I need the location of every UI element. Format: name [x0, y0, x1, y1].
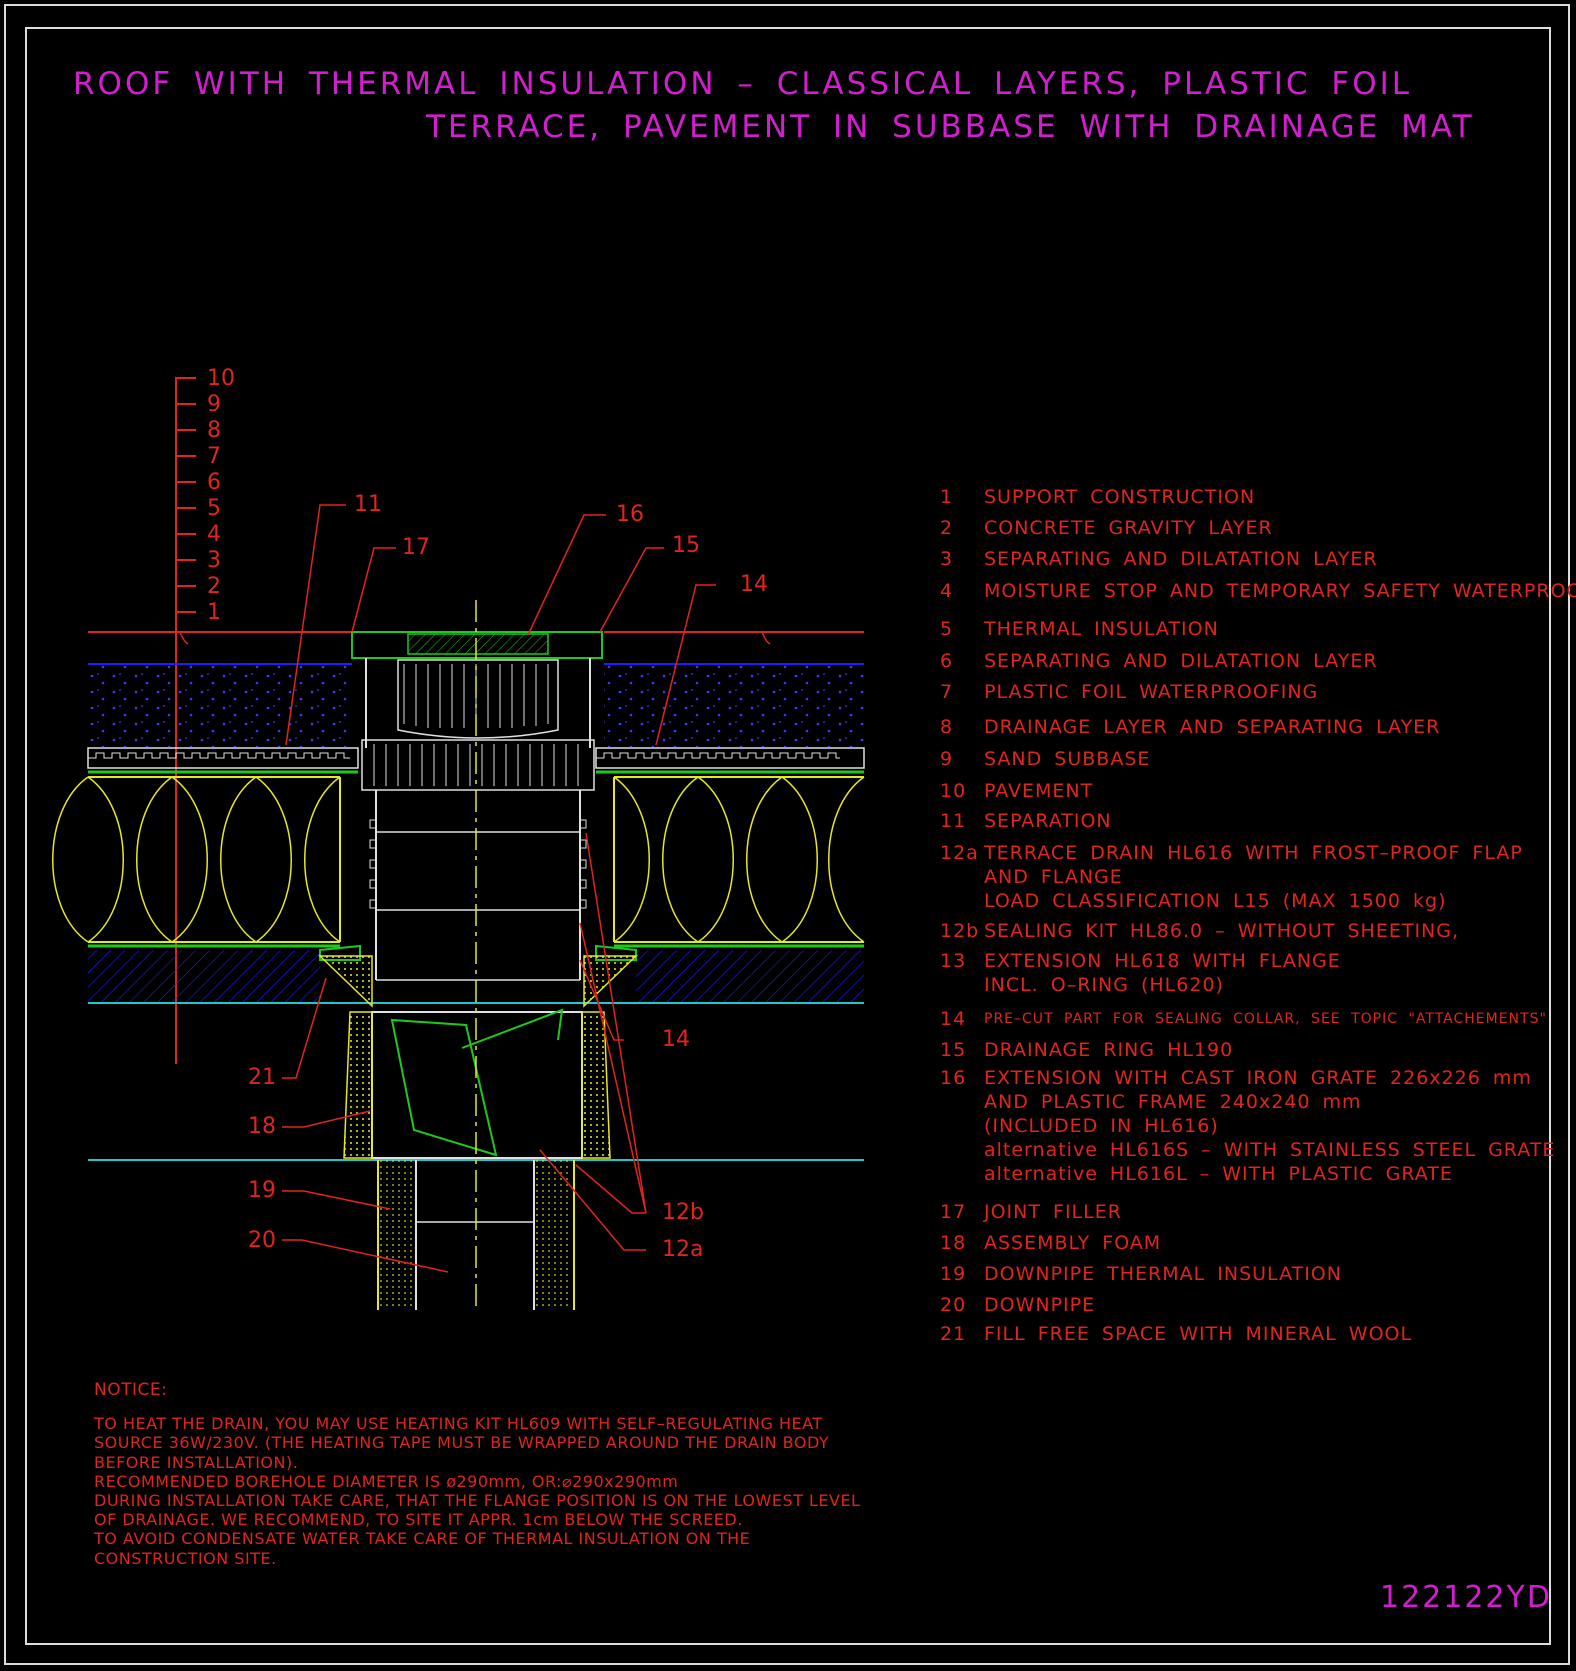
scale-number-10: 10	[207, 366, 235, 391]
scale-number-8: 8	[207, 418, 221, 443]
callout-16: 16	[616, 502, 644, 527]
pavement-layer	[88, 631, 864, 665]
drawing-code: 122122YD	[1380, 1580, 1552, 1615]
scale-number-9: 9	[207, 392, 221, 417]
drawing-title-line-2: TERRACE, PAVEMENT IN SUBBASE WITH DRAINA…	[426, 109, 1475, 145]
scale-number-4: 4	[207, 522, 221, 547]
scale-number-5: 5	[207, 496, 221, 521]
leader-lines	[282, 504, 716, 1273]
callout-15: 15	[672, 533, 700, 558]
callout-20: 20	[248, 1228, 276, 1253]
sand-subbase-layer	[88, 665, 864, 747]
concrete-layer	[88, 950, 864, 1161]
scale-number-2: 2	[207, 574, 221, 599]
callout-14-top: 14	[740, 572, 768, 597]
outer-frame	[4, 4, 1570, 1665]
callout-17: 17	[402, 535, 430, 560]
installation-notice: NOTICE: TO HEAT THE DRAIN, YOU MAY USE HE…	[94, 1380, 861, 1568]
drainage-mat-layer	[87, 747, 865, 774]
scale-number-6: 6	[207, 470, 221, 495]
notice-heading: NOTICE:	[94, 1380, 168, 1400]
callout-21: 21	[248, 1065, 276, 1090]
downpipe	[377, 1160, 575, 1310]
drain-body	[318, 631, 638, 1159]
callout-18: 18	[248, 1114, 276, 1139]
callout-14-mid: 14	[662, 1027, 690, 1052]
scale-number-1: 1	[207, 600, 221, 625]
notice-body: TO HEAT THE DRAIN, YOU MAY USE HEATING K…	[94, 1414, 861, 1568]
callout-11: 11	[354, 492, 382, 517]
callout-12a: 12a	[662, 1237, 704, 1262]
scale-number-7: 7	[207, 444, 221, 469]
drawing-title-line-1: ROOF WITH THERMAL INSULATION – CLASSICAL…	[73, 66, 1413, 102]
thermal-insulation-layer	[52, 776, 865, 948]
callout-19: 19	[248, 1178, 276, 1203]
inner-frame	[25, 27, 1551, 1645]
callout-12b: 12b	[662, 1200, 704, 1225]
scale-number-3: 3	[207, 548, 221, 573]
